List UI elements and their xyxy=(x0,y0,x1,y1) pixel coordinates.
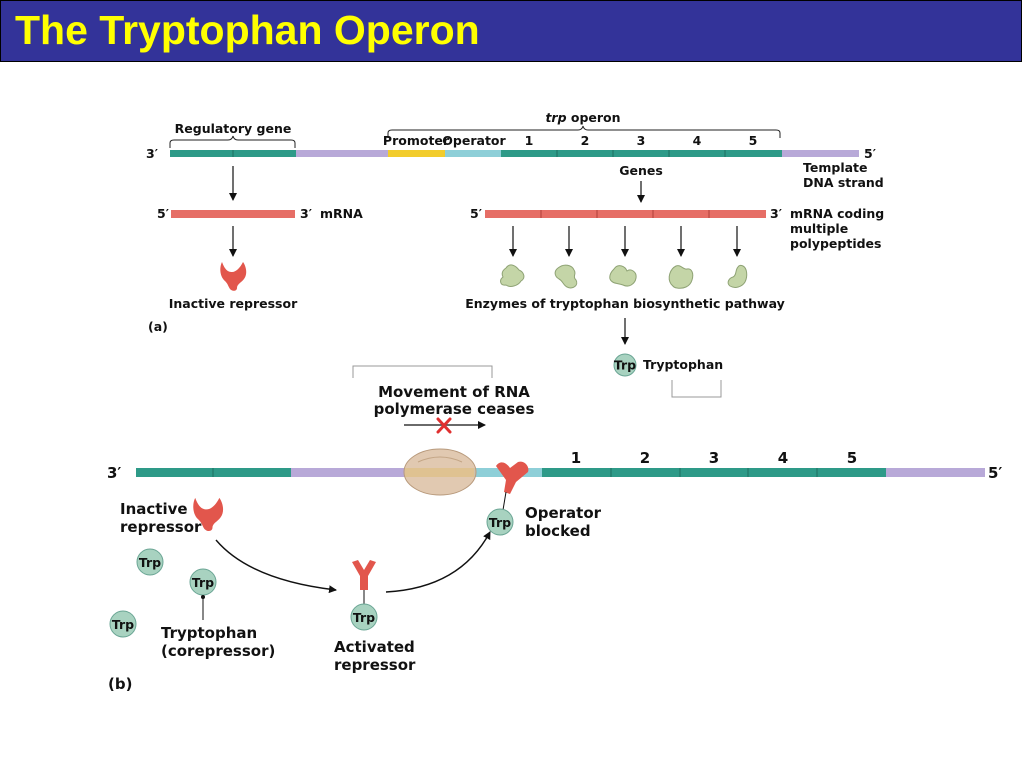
dna-5prime-label: 5′ xyxy=(864,146,876,161)
dna-3prime-label: 3′ xyxy=(146,146,158,161)
tryptophan-corepressor-line2: (corepressor) xyxy=(161,642,275,660)
inactive-repressor-b-line2: repressor xyxy=(120,518,202,536)
trp-bound xyxy=(486,508,514,536)
promoter-label: Promoter xyxy=(383,133,450,148)
gene-5-label: 5 xyxy=(749,133,758,148)
operator-blocked-line1: Operator xyxy=(525,504,602,522)
panel-a: Regulatory gene trp operon 3′ 5′ Promote… xyxy=(146,110,884,398)
trp-activated-label: Trp xyxy=(353,610,375,625)
faint-bracket-top xyxy=(352,365,493,378)
binding-arrow xyxy=(385,531,491,593)
tryptophan-label-a: Tryptophan xyxy=(643,357,723,372)
trp-genes-segment-b xyxy=(542,468,886,477)
mrna-coding-line1: mRNA coding xyxy=(790,206,884,221)
enzyme-2 xyxy=(554,264,578,289)
dna-b-3prime: 3′ xyxy=(107,464,121,482)
gene-b-3-label: 3 xyxy=(709,449,719,467)
reg-mrna-3prime: 3′ xyxy=(300,206,312,221)
movement-line2: polymerase ceases xyxy=(374,400,535,418)
inactive-repressor-shape-a xyxy=(220,262,247,291)
promoter-segment xyxy=(388,150,445,157)
operator-segment xyxy=(445,150,501,157)
gene-4-label: 4 xyxy=(693,133,702,148)
panel-b-label: (b) xyxy=(108,675,132,693)
operator-label: Operator xyxy=(442,133,506,148)
mrna-label: mRNA xyxy=(320,206,363,221)
gene-1-label: 1 xyxy=(525,133,534,148)
enzyme-1 xyxy=(500,264,525,287)
inactive-repressor-b-line1: Inactive xyxy=(120,500,188,518)
template-label-line1: Template xyxy=(803,160,868,175)
tryptophan-corepressor-line1: Tryptophan xyxy=(161,624,257,642)
gene-b-1-label: 1 xyxy=(571,449,581,467)
trp-free-2 xyxy=(109,610,137,638)
enzymes-label: Enzymes of tryptophan biosynthetic pathw… xyxy=(465,296,785,311)
operon-mrna-5prime: 5′ xyxy=(470,206,482,221)
template-label-line2: DNA strand xyxy=(803,175,884,190)
trp-free-1-label: Trp xyxy=(139,555,161,570)
enzyme-5 xyxy=(727,264,748,288)
inactive-repressor-label-a: Inactive repressor xyxy=(169,296,298,311)
mrna-coding-line3: polypeptides xyxy=(790,236,881,251)
enzyme-4 xyxy=(668,265,694,289)
regulatory-gene-label: Regulatory gene xyxy=(175,121,292,136)
trp-activated xyxy=(350,603,378,631)
genes-label: Genes xyxy=(619,163,663,178)
dna-b-5prime: 5′ xyxy=(988,464,1002,482)
operon-title: trp operon xyxy=(545,110,620,125)
title-bar: The Tryptophan Operon xyxy=(0,0,1022,62)
faint-bracket-bottom xyxy=(671,380,722,398)
mrna-coding-line2: multiple xyxy=(790,221,848,236)
trp-free-2-label: Trp xyxy=(112,617,134,632)
enzyme-3 xyxy=(609,265,637,287)
slide-title: The Tryptophan Operon xyxy=(15,7,480,53)
operon-mrna-3prime: 3′ xyxy=(770,206,782,221)
operator-blocked-line2: blocked xyxy=(525,522,591,540)
reg-mrna-5prime: 5′ xyxy=(157,206,169,221)
rna-polymerase xyxy=(403,448,477,496)
bound-repressor xyxy=(496,461,529,494)
gene-3-label: 3 xyxy=(637,133,646,148)
gene-2-label: 2 xyxy=(581,133,590,148)
trp-bound-label: Trp xyxy=(489,515,511,530)
dna-spacer-left xyxy=(296,150,388,157)
activation-arrow xyxy=(215,539,337,594)
gene-b-2-label: 2 xyxy=(640,449,650,467)
stop-x-icon xyxy=(436,417,452,434)
panel-a-label: (a) xyxy=(148,319,168,334)
trp-corepressor-label: Trp xyxy=(192,575,214,590)
gene-b-5-label: 5 xyxy=(847,449,857,467)
panel-b: Movement of RNA polymerase ceases 3′ 5′ … xyxy=(107,383,1002,693)
trp-genes-segment xyxy=(501,150,782,157)
operon-mrna xyxy=(485,210,766,218)
operon-brace xyxy=(387,125,781,138)
activated-repressor-line1: Activated xyxy=(334,638,415,656)
trp-free-1 xyxy=(136,548,164,576)
repressor-mrna xyxy=(171,210,295,218)
dna-b-spacer-right xyxy=(886,468,985,477)
activated-repressor-line2: repressor xyxy=(334,656,416,674)
dna-spacer-right xyxy=(782,150,859,157)
regulatory-gene-brace xyxy=(169,135,296,148)
gene-b-4-label: 4 xyxy=(778,449,788,467)
movement-line1: Movement of RNA xyxy=(378,383,530,401)
trp-molecule-a xyxy=(613,353,637,377)
dna-b-spacer-left xyxy=(291,468,405,477)
trp-label-a: Trp xyxy=(614,358,636,373)
activated-repressor-shape xyxy=(352,560,376,590)
